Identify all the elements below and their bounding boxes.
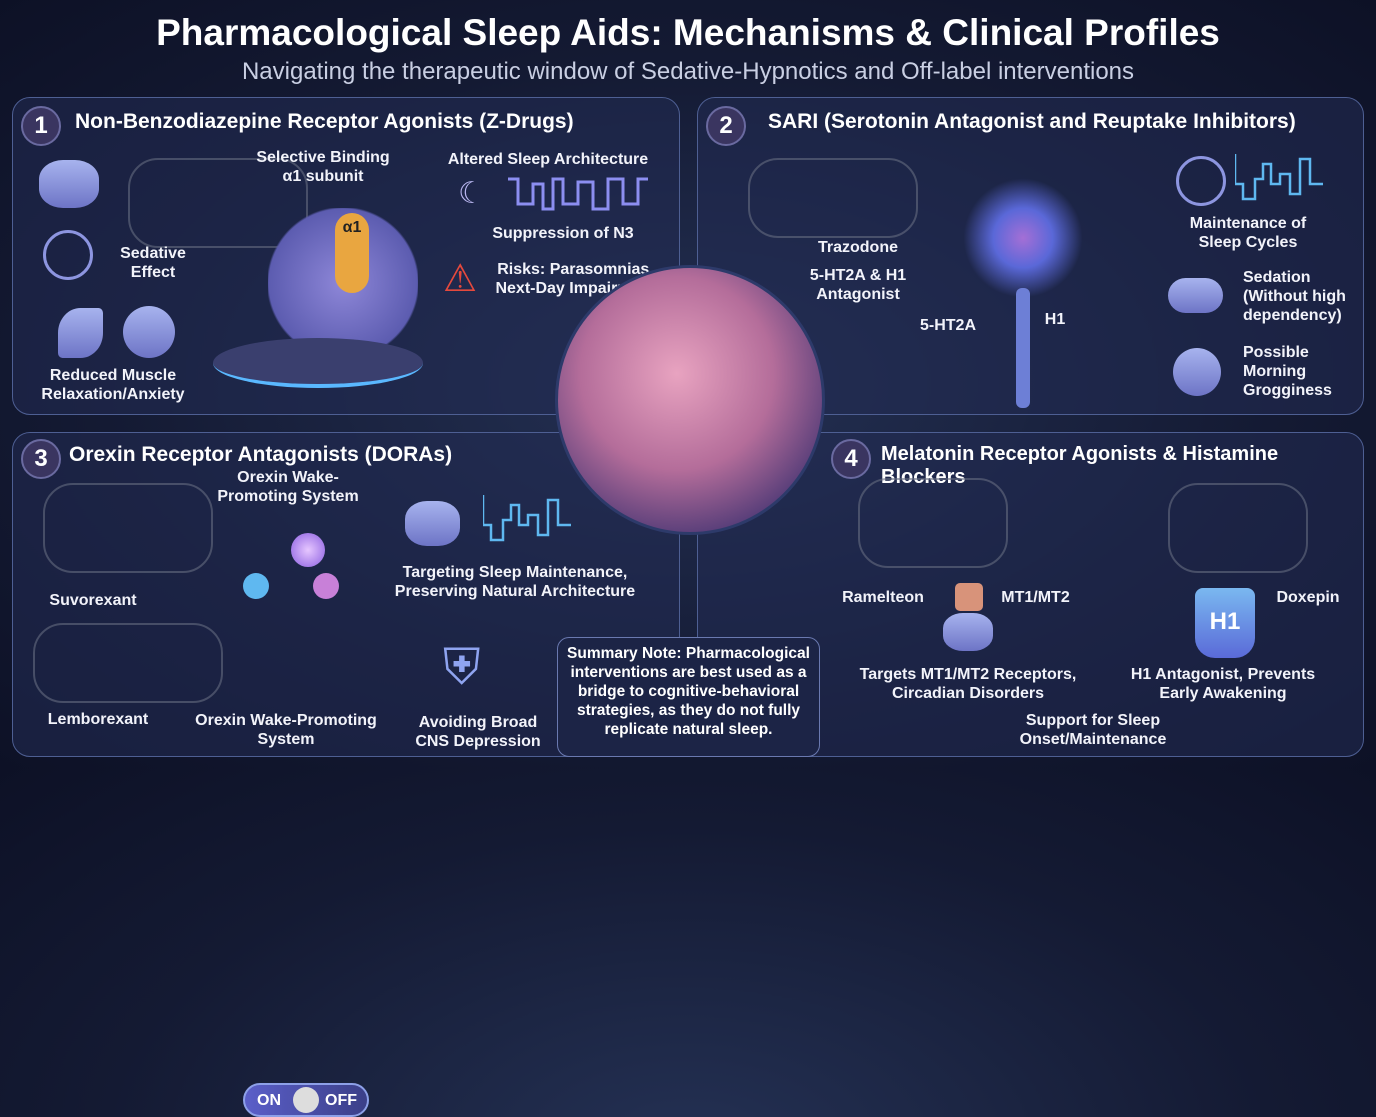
maintenance-label: Maintenance of Sleep Cycles xyxy=(1189,215,1307,251)
orexin-neuron-icon xyxy=(291,533,325,567)
sleeping-brain-icon xyxy=(39,160,99,208)
n3-suppression-label: Suppression of N3 xyxy=(492,225,634,242)
axon xyxy=(1016,288,1030,408)
calm-face-icon xyxy=(123,306,175,358)
sleep-architecture-label: Altered Sleep Architecture xyxy=(447,151,649,168)
zolpidem-molecule-icon xyxy=(128,158,308,248)
hypnogram-chart xyxy=(483,495,571,542)
panel-number: 3 xyxy=(21,439,61,479)
lemborexant-molecule-icon xyxy=(33,623,223,703)
central-brain-image xyxy=(555,265,825,535)
orexin-toggle: ON OFF xyxy=(243,1083,369,1117)
support-label: Support for Sleep Onset/Maintenance xyxy=(1019,712,1167,748)
sedation-label: Sedation (Without high dependency) xyxy=(1243,269,1346,324)
summary-note: Summary Note: Pharmacological interventi… xyxy=(557,637,820,757)
pedestal xyxy=(213,338,423,388)
panel-title: Orexin Receptor Antagonists (DORAs) xyxy=(69,443,453,466)
suvorexant-molecule-icon xyxy=(43,483,213,573)
h1-antagonist-label: H1 Antagonist, Prevents Early Awakening xyxy=(1130,666,1316,702)
mechanism-label: 5-HT2A & H1 Antagonist xyxy=(809,267,907,303)
brain-icon xyxy=(943,613,993,651)
selective-binding-label: Selective Binding α1 subunit xyxy=(256,149,390,185)
panel-number: 4 xyxy=(831,439,871,479)
panel-number: 2 xyxy=(706,106,746,146)
hypnogram-chart xyxy=(1235,154,1323,201)
doxepin-molecule-icon xyxy=(1168,483,1308,573)
pill-brain-icon xyxy=(1168,278,1223,313)
doxepin-label: Doxepin xyxy=(1276,589,1340,606)
mt-receptor-icon xyxy=(955,583,983,611)
trazodone-molecule-icon xyxy=(748,158,918,238)
page-subtitle: Navigating the therapeutic window of Sed… xyxy=(241,58,1135,85)
receptor-ox1-icon xyxy=(243,573,269,599)
panel-title: Melatonin Receptor Agonists & Histamine … xyxy=(881,443,1279,488)
targets-label: Targets MT1/MT2 Receptors, Circadian Dis… xyxy=(859,666,1077,702)
toggle-off-label: OFF xyxy=(325,1092,357,1109)
toggle-knob xyxy=(293,1087,319,1113)
clock-icon xyxy=(43,230,93,280)
warning-icon: ⚠ xyxy=(443,258,478,300)
orexin-system-top-label: Orexin Wake-Promoting System xyxy=(217,469,359,505)
alpha1-subunit: α1 xyxy=(335,213,369,293)
panel-number: 1 xyxy=(21,106,61,146)
avoiding-label: Avoiding Broad CNS Depression xyxy=(415,714,541,750)
person-shield-icon: ⛨ xyxy=(443,639,481,695)
muscle-icon xyxy=(58,308,103,358)
page-title: Pharmacological Sleep Aids: Mechanisms &… xyxy=(156,12,1220,53)
receptor-5ht2a-label: 5-HT2A xyxy=(919,317,976,334)
ramelteon-molecule-icon xyxy=(858,478,1008,568)
targeting-label: Targeting Sleep Maintenance, Preserving … xyxy=(394,564,636,600)
moon-icon: ☾ xyxy=(458,177,485,210)
ramelteon-label: Ramelteon xyxy=(842,589,924,606)
grogginess-label: Possible Morning Grogginess xyxy=(1243,344,1332,399)
panel-title: Non-Benzodiazepine Receptor Agonists (Z-… xyxy=(75,110,574,133)
trazodone-label: Trazodone xyxy=(817,239,898,256)
toggle-on-label: ON xyxy=(257,1092,281,1109)
receptor-h1-label: H1 xyxy=(1044,311,1066,328)
lemborexant-label: Lemborexant xyxy=(47,711,149,728)
mt-receptor-label: MT1/MT2 xyxy=(1001,589,1070,606)
panel-title: SARI (Serotonin Antagonist and Reuptake … xyxy=(768,110,1296,133)
neuron-image xyxy=(963,178,1083,298)
panel-z-drugs: 1 Non-Benzodiazepine Receptor Agonists (… xyxy=(12,97,680,415)
hypnogram-chart xyxy=(508,177,648,211)
sleepy-face-icon xyxy=(1173,348,1221,396)
sedative-effect-label: Sedative Effect xyxy=(120,245,186,281)
brain-icon xyxy=(405,501,460,546)
h1-receptor-icon: H1 xyxy=(1195,588,1255,658)
muscle-relaxation-label: Reduced Muscle Relaxation/Anxiety xyxy=(41,367,185,403)
orexin-system-bottom-label: Orexin Wake-Promoting System xyxy=(195,712,377,748)
receptor-ox2-icon xyxy=(313,573,339,599)
clock-icon xyxy=(1176,156,1226,206)
suvorexant-label: Suvorexant xyxy=(49,592,137,609)
